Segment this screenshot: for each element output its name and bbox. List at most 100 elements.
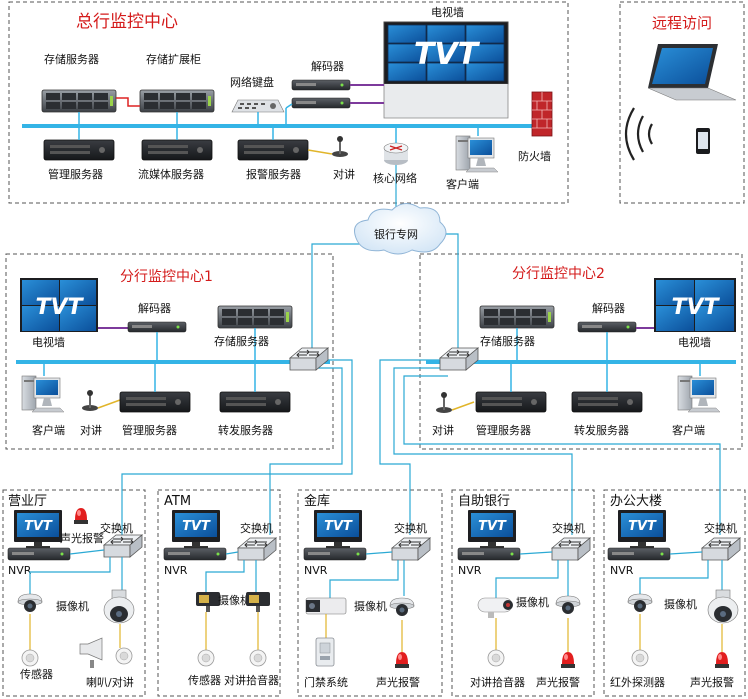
hall-alarm-label: 声光报警 [60, 531, 104, 545]
branch2-video-wall-label: 电视墙 [678, 335, 711, 349]
vault-box-camera [305, 597, 347, 615]
office-nvr-label: NVR [610, 564, 634, 577]
branch2-intercom-label: 对讲 [432, 423, 454, 437]
branch1-client-label: 客户端 [32, 423, 65, 437]
atm-sensor [197, 649, 215, 667]
site-hall-title: 营业厅 [8, 494, 47, 509]
hq-video-wall: TVT [383, 21, 509, 119]
svg-text:TVT: TVT [671, 295, 720, 320]
hall-camera-label: 摄像机 [56, 599, 89, 613]
svg-text:TVT: TVT [324, 519, 353, 534]
office-ptz-camera [707, 589, 739, 624]
office-ir-detector [631, 649, 649, 667]
branch1-intercom-mic [82, 390, 98, 411]
branch2-storage-server-label: 存储服务器 [480, 334, 535, 348]
atm-switch [237, 537, 277, 561]
vault-nvr [303, 547, 367, 561]
branch1-mgmt-server-label: 管理服务器 [122, 423, 177, 437]
office-ir-label: 红外探测器 [610, 676, 665, 689]
vault-nvr-label: NVR [304, 564, 328, 577]
hq-title: 总行监控中心 [76, 12, 178, 32]
office-dome-camera [627, 593, 653, 613]
site-selfservice-region [451, 489, 595, 697]
vault-camera-label: 摄像机 [354, 599, 387, 613]
vault-dome-camera [389, 597, 415, 617]
branch1-video-wall-label: 电视墙 [32, 335, 65, 349]
svg-text:TVT: TVT [182, 519, 211, 534]
hall-speaker-label: 喇叭/对讲 [86, 675, 134, 689]
wan-links [121, 160, 721, 535]
hall-sensor-label: 传感器 [20, 668, 53, 681]
hall-horn-speaker [79, 637, 103, 669]
selfservice-switch-label: 交换机 [552, 521, 585, 535]
site-atm-title: ATM [164, 494, 191, 509]
atm-camera-2 [246, 592, 270, 612]
branch2-title: 分行监控中心2 [512, 266, 605, 282]
selfservice-dome-camera [555, 595, 581, 615]
site-hall-region [2, 489, 146, 697]
office-alarm-label: 声光报警 [690, 675, 734, 689]
hq-decoder-1 [291, 79, 351, 91]
hq-client-pc [455, 135, 499, 173]
branch2-mgmt-server [475, 391, 547, 413]
remote-smartphone [696, 128, 710, 154]
branch1-decoder [127, 321, 187, 333]
atm-camera-1 [196, 592, 220, 612]
bank-network-cloud [354, 203, 447, 255]
selfservice-switch [551, 537, 591, 561]
branch2-intercom-mic [436, 392, 452, 413]
hall-sensor [21, 649, 39, 667]
hq-net-keyboard [231, 99, 285, 113]
branch1-switch [289, 347, 329, 371]
vault-door-label: 门禁系统 [304, 675, 348, 689]
hq-firewall-label: 防火墙 [518, 149, 551, 163]
selfservice-alarm-label: 声光报警 [536, 675, 580, 689]
hq-intercom-mic [332, 136, 348, 157]
hq-stream-server-label: 流媒体服务器 [138, 167, 204, 181]
hall-alarm-light [74, 508, 88, 524]
hall-switch-label: 交换机 [100, 521, 133, 535]
branch2-client-label: 客户端 [672, 423, 705, 437]
atm-nvr-label: NVR [164, 564, 188, 577]
branch2-forward-server-label: 转发服务器 [574, 423, 629, 437]
branch1-title: 分行监控中心1 [120, 269, 213, 285]
hall-dome-camera [17, 593, 43, 613]
branch1-storage-server-label: 存储服务器 [214, 334, 269, 348]
atm-switch-label: 交换机 [240, 521, 273, 535]
hall-nvr [7, 547, 71, 561]
atm-pickup-label: 对讲拾音器 [224, 673, 279, 687]
site-office-region [603, 489, 746, 697]
site-office-title: 办公大楼 [610, 494, 662, 509]
office-alarm-light [715, 652, 729, 668]
branch2-region [419, 253, 743, 450]
hq-core-network-label: 核心网络 [373, 171, 417, 185]
branch1-decoder-label: 解码器 [138, 301, 171, 315]
svg-text:TVT: TVT [35, 295, 84, 320]
atm-pickup [249, 649, 267, 667]
branch1-mgmt-server [119, 391, 191, 413]
hq-storage-server [41, 89, 117, 113]
atm-sensor-label: 传感器 [188, 674, 221, 687]
branch2-forward-server [571, 391, 643, 413]
hall-nvr-label: NVR [8, 564, 32, 577]
selfservice-nvr-label: NVR [458, 564, 482, 577]
branch2-decoder-label: 解码器 [592, 301, 625, 315]
hq-region [8, 1, 569, 204]
hq-mgmt-server [43, 139, 115, 161]
hq-alarm-server-label: 报警服务器 [246, 167, 301, 181]
office-camera-label: 摄像机 [664, 597, 697, 611]
tvt-logo: TVT [414, 37, 481, 72]
selfservice-pickup-label: 对讲拾音器 [470, 675, 525, 689]
branch1-intercom-label: 对讲 [80, 423, 102, 437]
svg-text:TVT: TVT [628, 519, 657, 534]
hq-net-keyboard-label: 网络键盘 [230, 75, 274, 89]
office-switch-label: 交换机 [704, 521, 737, 535]
hq-decoder-2 [291, 97, 351, 109]
branch1-video-wall: TVT [20, 278, 98, 332]
branch1-client-pc [21, 375, 65, 413]
selfservice-camera-label: 摄像机 [516, 595, 549, 609]
wifi-signal-icon [624, 107, 653, 161]
branch1-storage-server [217, 305, 293, 329]
selfservice-nvr [457, 547, 521, 561]
